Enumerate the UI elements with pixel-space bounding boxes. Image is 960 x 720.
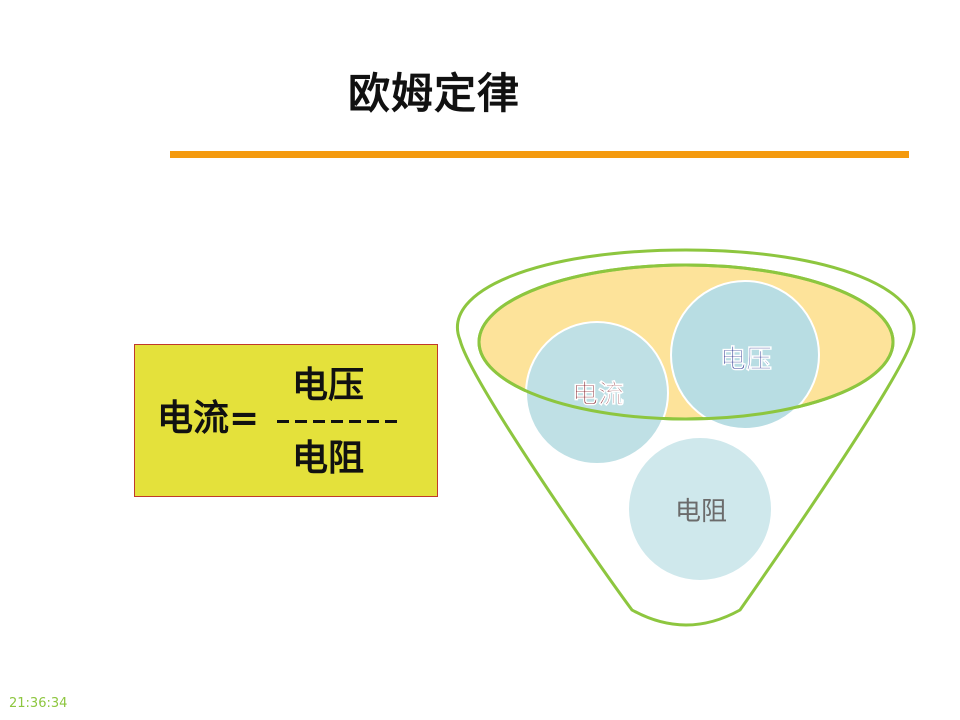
circle-voltage: [670, 280, 820, 430]
slide-title: 欧姆定律: [348, 69, 521, 118]
circle-resistance: [627, 436, 773, 582]
formula-lhs: 电流=: [157, 398, 260, 439]
fraction-dash-line: [277, 420, 401, 423]
slide-timestamp: 21:36:34: [9, 696, 68, 711]
circle-label-resistance: 电阻: [675, 497, 727, 527]
circle-current: [525, 321, 669, 465]
title-underline: [170, 151, 909, 158]
circle-label-current: 电流: [572, 380, 624, 410]
formula-denominator: 电阻: [292, 438, 365, 479]
formula-numerator: 电压: [292, 365, 365, 406]
circle-label-voltage: 电压: [720, 345, 772, 375]
formula-box: 电流= 电压 电阻: [134, 344, 438, 497]
funnel-mouth-rim: [477, 263, 895, 421]
